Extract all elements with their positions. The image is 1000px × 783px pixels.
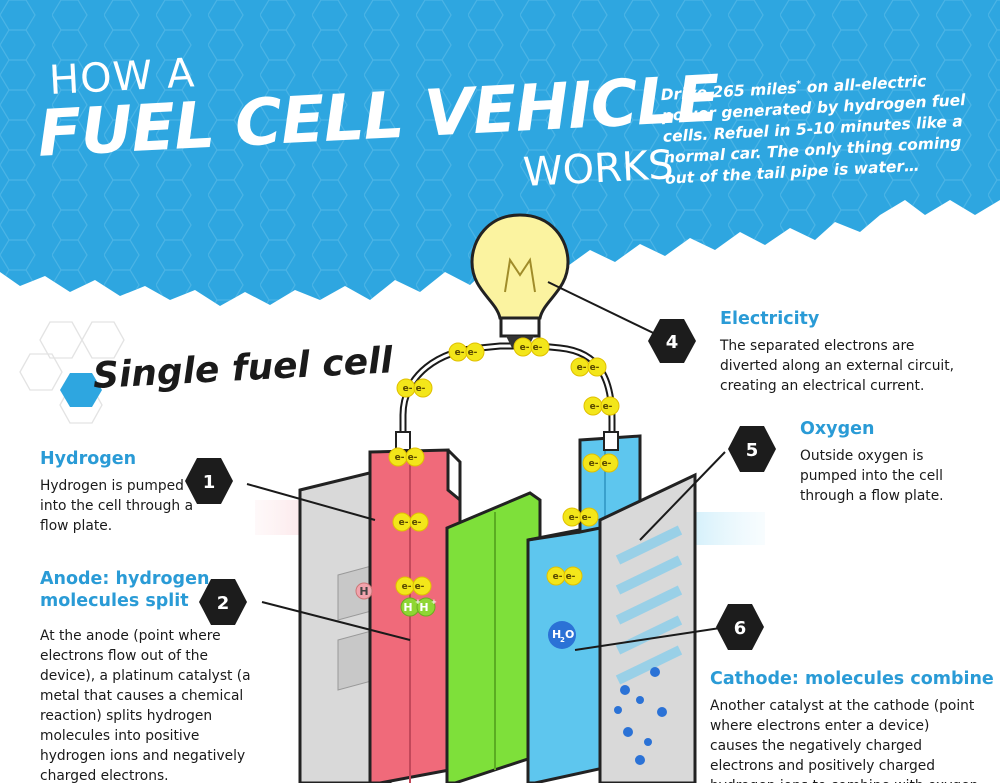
step-4-desc: The separated electrons are diverted alo… [720,338,955,394]
svg-text:5: 5 [746,440,759,461]
step-6-label: Cathode: molecules combine [710,669,994,689]
marker-4: 4 [648,319,696,363]
svg-text:e- e-: e- e- [395,453,418,463]
svg-text:e- e-: e- e- [569,513,592,523]
anode-terminal [395,431,411,451]
electron-pairs: e- e- e- e- e- e- e- e- e- e- e- e- e- e… [388,337,620,596]
step-6-desc: Another catalyst at the cathode (point w… [710,698,978,783]
intro-text: Drive 265 miles* on all-electric power g… [660,66,975,190]
electron-pair: e- e- [582,453,619,473]
step-1-desc: Hydrogen is pumped into the cell through… [40,478,194,534]
header-band [0,0,1000,306]
step-5-label: Oxygen [800,419,875,439]
callout-lines [246,281,741,651]
svg-text:e- e-: e- e- [577,363,600,373]
svg-text:e- e-: e- e- [399,518,422,528]
svg-text:1: 1 [203,472,216,493]
cathode-terminal [603,431,619,451]
electron-pair: e- e- [562,507,599,527]
electron-pair: e- e- [448,342,485,362]
electron-pair: e- e- [388,447,425,467]
water-droplets [614,667,667,765]
step-4-label: Electricity [720,309,820,329]
electron-pair: e- e- [570,357,607,377]
svg-text:H: H [419,601,428,614]
svg-text:e- e-: e- e- [553,572,576,582]
blue-hex-accent [60,373,102,407]
right-flow-plate [598,472,697,783]
marker-2: 2 [199,579,247,625]
svg-text:6: 6 [734,618,747,639]
svg-text:H: H [359,585,368,598]
marker-6: 6 [716,604,764,650]
svg-text:e- e-: e- e- [589,459,612,469]
svg-text:+: + [415,598,421,606]
svg-text:O: O [565,628,574,641]
electron-pair: e- e- [395,576,432,596]
svg-text:e- e-: e- e- [520,343,543,353]
water-molecule: H 2 O [548,621,576,649]
svg-text:2: 2 [217,593,230,614]
electron-pair: e- e- [583,396,620,416]
step-5-desc: Outside oxygen is pumped into the cell t… [800,448,944,504]
electron-pair: e- e- [513,337,550,357]
svg-text:+: + [431,598,437,606]
lightbulb-icon [470,213,570,348]
step-2-label: Anode: hydrogen molecules split [40,569,210,611]
electron-pair: e- e- [392,512,429,532]
step-1-label: Hydrogen [40,449,137,469]
marker-1: 1 [185,458,233,504]
svg-text:H: H [552,628,561,641]
svg-text:H: H [403,601,412,614]
electrolyte-membrane [445,491,542,783]
title-works: WORKS [522,142,675,196]
anode-layer [368,448,462,783]
svg-text:e- e-: e- e- [403,384,426,394]
svg-text:2: 2 [560,636,565,644]
hydrogen-ions: H H + + [400,597,437,617]
svg-text:e- e-: e- e- [455,348,478,358]
anode-hydrogen-molecule: H [355,582,373,600]
marker-5: 5 [728,426,776,472]
svg-text:4: 4 [666,332,679,353]
svg-text:e- e-: e- e- [402,582,425,592]
step-2-desc: At the anode (point where electrons flow… [40,628,251,783]
svg-text:e- e-: e- e- [590,402,613,412]
electron-pair: e- e- [396,378,433,398]
electron-pair: e- e- [546,566,583,586]
